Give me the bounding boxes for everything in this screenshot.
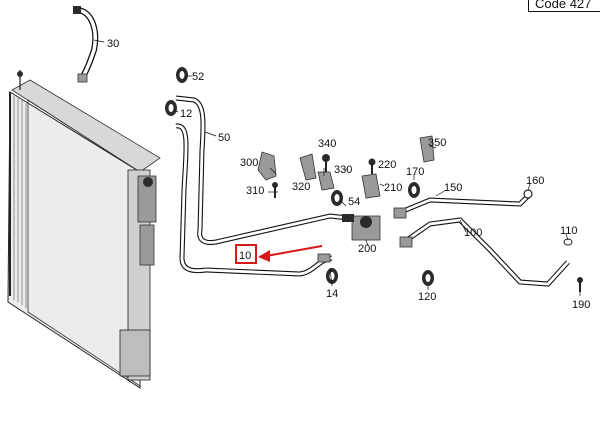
seal-12 <box>165 100 177 116</box>
label-part-10: 10 <box>239 250 251 262</box>
label-part-330: 330 <box>334 164 352 176</box>
label-part-30: 30 <box>107 38 119 50</box>
radiator <box>7 70 161 389</box>
pipe-100 <box>399 217 570 287</box>
label-part-220: 220 <box>378 159 396 171</box>
seal-52 <box>176 67 188 83</box>
pipe-10 <box>205 253 333 277</box>
highlight-arrow <box>258 245 323 262</box>
bracket-350 <box>419 135 435 163</box>
label-part-150: 150 <box>444 182 462 194</box>
label-part-300: 300 <box>240 157 258 169</box>
bracket-330 <box>317 171 335 191</box>
label-part-210: 210 <box>384 182 402 194</box>
bolt-310 <box>272 182 278 198</box>
label-part-120: 120 <box>418 291 436 303</box>
label-part-350: 350 <box>428 137 446 149</box>
hose-30 <box>73 6 99 83</box>
bolt-340 <box>322 154 330 172</box>
label-part-310: 310 <box>246 185 264 197</box>
bolt-220 <box>368 158 376 174</box>
seal-14 <box>326 268 338 284</box>
seal-120 <box>422 270 434 286</box>
leader-lines <box>93 39 581 296</box>
label-part-320: 320 <box>292 181 310 193</box>
bolt-190 <box>577 277 583 292</box>
code-label: Code 427 <box>528 0 600 12</box>
bracket-320 <box>299 153 317 181</box>
bracket-300 <box>257 151 277 181</box>
label-part-54: 54 <box>348 196 360 208</box>
bracket-210 <box>361 173 381 199</box>
pipe-50 <box>175 95 349 274</box>
label-part-190: 190 <box>572 299 590 311</box>
label-part-200: 200 <box>358 243 376 255</box>
label-part-14: 14 <box>326 288 338 300</box>
label-part-100: 100 <box>464 227 482 239</box>
label-part-12: 12 <box>180 108 192 120</box>
seal-170 <box>408 182 420 198</box>
valve-block-200 <box>342 214 381 241</box>
label-part-52: 52 <box>192 71 204 83</box>
label-part-110: 110 <box>560 225 578 237</box>
pipe-150 <box>393 194 530 219</box>
cap-160 <box>523 189 533 199</box>
seal-54 <box>331 190 343 206</box>
highlight-box-part-10 <box>235 244 257 264</box>
label-part-170: 170 <box>406 166 424 178</box>
label-part-340: 340 <box>318 138 336 150</box>
label-part-50: 50 <box>218 132 230 144</box>
label-part-160: 160 <box>526 175 544 187</box>
